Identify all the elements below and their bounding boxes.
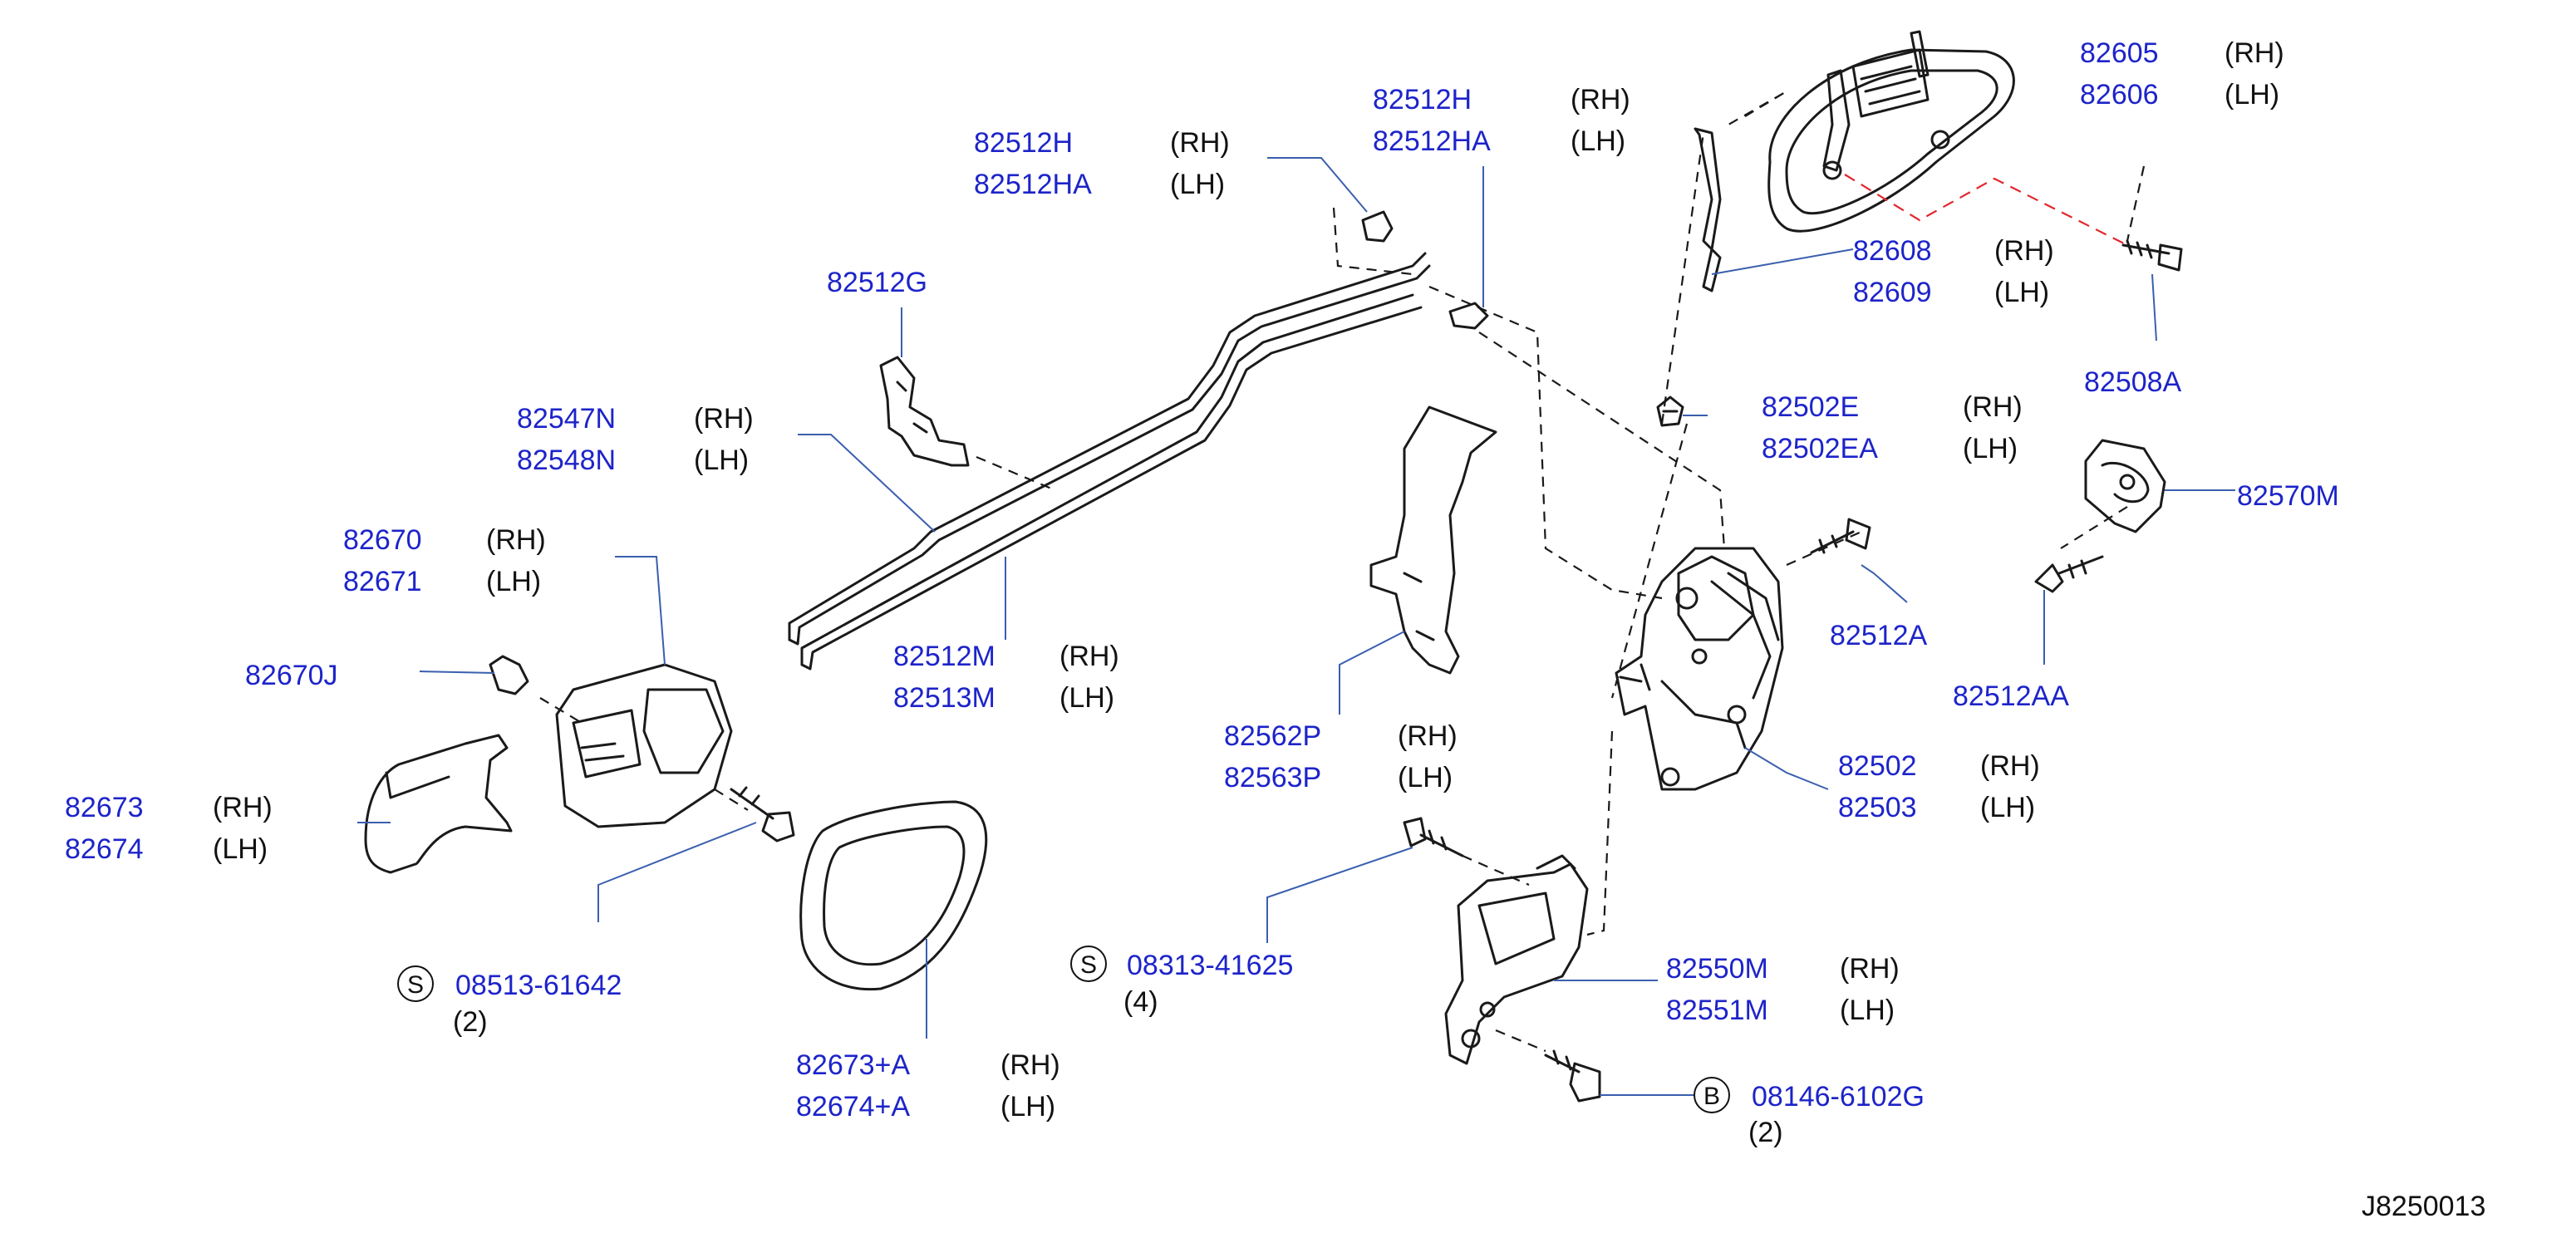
- screw-82512aa: [2034, 555, 2104, 593]
- side-lh-82551m: (LH): [1840, 995, 1895, 1026]
- part-number-82670j[interactable]: 82670J: [245, 660, 338, 691]
- part-number-82512h-left[interactable]: 82512H: [974, 127, 1074, 159]
- side-lh-82563p: (LH): [1398, 762, 1453, 793]
- actuator-82550m: [1444, 854, 1589, 1065]
- side-rh-82512m: (RH): [1059, 641, 1119, 672]
- part-number-82503[interactable]: 82503: [1838, 792, 1917, 823]
- side-rh-82547n: (RH): [694, 403, 754, 435]
- side-lh-82609: (LH): [1994, 277, 2050, 308]
- part-number-82508a[interactable]: 82508A: [2084, 366, 2182, 398]
- side-lh-82674a: (LH): [1000, 1091, 1056, 1122]
- clip-82512g: [879, 356, 970, 467]
- standard-part-badge-08313: S: [1070, 946, 1107, 982]
- part-number-82671[interactable]: 82671: [343, 566, 422, 597]
- screw-08313: [1403, 817, 1464, 857]
- side-lh-82503: (LH): [1980, 792, 2036, 823]
- side-lh-82513m: (LH): [1059, 682, 1115, 714]
- nut-82670j: [489, 655, 529, 695]
- part-number-82563p[interactable]: 82563P: [1224, 762, 1322, 793]
- part-number-82673a[interactable]: 82673+A: [796, 1049, 911, 1081]
- bolt-part-badge-08146: B: [1694, 1077, 1730, 1113]
- side-lh-82671: (LH): [486, 566, 542, 597]
- part-number-82502[interactable]: 82502: [1838, 750, 1917, 782]
- quantity-08313: (4): [1123, 986, 1158, 1018]
- standard-part-badge-08513: S: [397, 965, 434, 1002]
- side-rh-82502e: (RH): [1963, 391, 2023, 423]
- striker-bracket-82570m: [2084, 439, 2166, 533]
- screw-82508a: [2121, 239, 2183, 272]
- side-lh-82502ea: (LH): [1963, 433, 2018, 464]
- side-rh-82502: (RH): [1980, 750, 2040, 782]
- part-number-82562p[interactable]: 82562P: [1224, 720, 1322, 752]
- part-number-82550m[interactable]: 82550M: [1666, 953, 1768, 985]
- part-number-82502e[interactable]: 82502E: [1762, 391, 1860, 423]
- part-number-82670[interactable]: 82670: [343, 524, 422, 556]
- inside-handle-ring-82673a: [799, 800, 988, 991]
- part-number-82674[interactable]: 82674: [65, 833, 144, 865]
- inside-handle-bezel-82673: [364, 734, 513, 874]
- inside-handle-part: [555, 663, 733, 828]
- side-rh-82608: (RH): [1994, 235, 2054, 267]
- side-lh-82606: (LH): [2225, 79, 2280, 111]
- side-lh-82674: (LH): [213, 833, 268, 865]
- part-number-82548n[interactable]: 82548N: [517, 445, 617, 476]
- diagram-reference-code: J8250013: [2362, 1191, 2486, 1222]
- screw-82512a: [1810, 518, 1871, 554]
- side-rh-82673a: (RH): [1000, 1049, 1060, 1081]
- part-number-82547n[interactable]: 82547N: [517, 403, 617, 435]
- side-lh-82548n: (LH): [694, 445, 750, 476]
- quantity-08146: (2): [1748, 1117, 1783, 1148]
- side-rh-82562p: (RH): [1398, 720, 1458, 752]
- clip-82512h-top: [1361, 210, 1394, 243]
- part-number-82512ha-left[interactable]: 82512HA: [974, 169, 1092, 200]
- part-number-82608[interactable]: 82608: [1853, 235, 1932, 267]
- part-number-82570m[interactable]: 82570M: [2237, 480, 2339, 512]
- quantity-08513: (2): [453, 1006, 488, 1038]
- rod-protector-82562p: [1369, 405, 1497, 675]
- part-number-82512h-top[interactable]: 82512H: [1373, 84, 1472, 115]
- part-number-82512ha-top[interactable]: 82512HA: [1373, 125, 1491, 157]
- part-number-82605[interactable]: 82605: [2080, 37, 2159, 69]
- part-number-82512aa[interactable]: 82512AA: [1953, 680, 2069, 712]
- side-lh-82512ha-top: (LH): [1571, 125, 1626, 157]
- screw-08513: [730, 786, 795, 842]
- part-number-82609[interactable]: 82609: [1853, 277, 1932, 308]
- side-rh-82673: (RH): [213, 792, 273, 823]
- clip-82512h-right: [1448, 302, 1489, 330]
- part-number-82674a[interactable]: 82674+A: [796, 1091, 911, 1122]
- side-lh-82512ha-left: (LH): [1170, 169, 1226, 200]
- side-rh-82512h-left: (RH): [1170, 127, 1230, 159]
- part-number-08313-41625[interactable]: 08313-41625: [1127, 950, 1294, 981]
- part-number-82551m[interactable]: 82551M: [1666, 995, 1768, 1026]
- outside-handle-part: [1767, 30, 2015, 233]
- part-number-82512a[interactable]: 82512A: [1830, 620, 1928, 651]
- part-number-08146-6102g[interactable]: 08146-6102G: [1752, 1081, 1925, 1113]
- side-rh-82550m: (RH): [1840, 953, 1900, 985]
- part-number-82512m[interactable]: 82512M: [893, 641, 995, 672]
- part-number-82502ea[interactable]: 82502EA: [1762, 433, 1878, 464]
- part-number-82673[interactable]: 82673: [65, 792, 144, 823]
- part-number-82512g[interactable]: 82512G: [827, 267, 927, 298]
- side-rh-82670: (RH): [486, 524, 546, 556]
- side-rh-82512h-top: (RH): [1571, 84, 1630, 115]
- bolt-08146: [1544, 1049, 1601, 1103]
- outside-handle-rod: [1694, 127, 1722, 292]
- part-number-08513-61642[interactable]: 08513-61642: [455, 970, 622, 1001]
- door-lock-actuator-part: [1615, 547, 1784, 791]
- long-rod-pair: [788, 252, 1431, 671]
- side-rh-82605: (RH): [2225, 37, 2284, 69]
- part-number-82606[interactable]: 82606: [2080, 79, 2159, 111]
- part-number-82513m[interactable]: 82513M: [893, 682, 995, 714]
